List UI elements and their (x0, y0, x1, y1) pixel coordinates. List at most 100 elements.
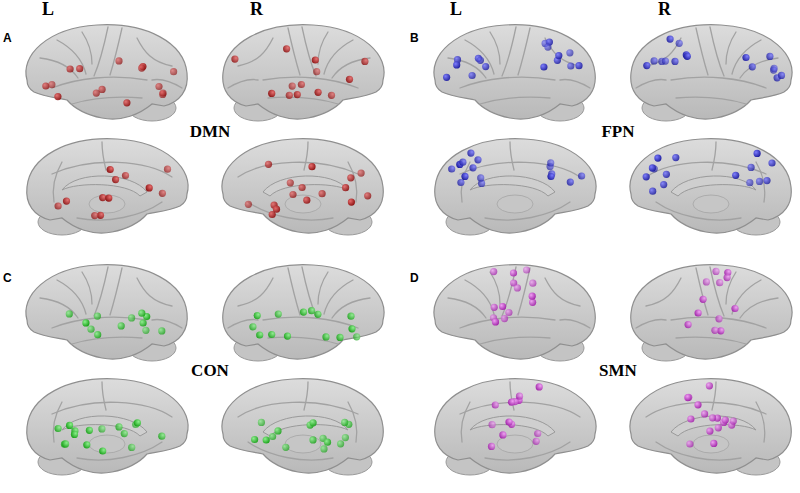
sulcus-line (72, 97, 142, 104)
sulcus-line (228, 79, 258, 88)
network-node-dot (99, 447, 106, 454)
network-node-dot (701, 410, 708, 417)
network-node-dot (289, 191, 296, 198)
network-node-dot (303, 197, 310, 204)
lateral-brain-view (26, 265, 187, 361)
sulcus-line (348, 162, 357, 202)
network-node-dot (308, 163, 315, 170)
sulcus-line (756, 402, 765, 442)
network-node-dot (567, 179, 574, 186)
network-node-dot (310, 419, 317, 426)
panel-letter: D (410, 272, 419, 285)
sulcus-line (304, 142, 308, 170)
sulcus-line (57, 280, 86, 314)
network-node-dot (768, 159, 775, 166)
sulcus-line (676, 97, 746, 104)
network-node-dot (170, 68, 177, 75)
sulcus-line (263, 77, 358, 88)
sulcus-line (137, 38, 172, 66)
network-node-dot (67, 65, 74, 72)
network-node-dot (128, 314, 135, 321)
network-node-dot (265, 161, 272, 168)
sulcus-line (460, 162, 580, 177)
network-node-dot (453, 61, 460, 68)
network-node-dot (107, 166, 114, 173)
brain-outline (630, 379, 791, 473)
sulcus-line (510, 142, 514, 170)
network-node-dot (766, 53, 773, 60)
network-node-dot (711, 327, 718, 334)
network-node-dot (649, 188, 656, 195)
network-node-dot (63, 198, 70, 205)
network-node-dot (315, 89, 322, 96)
brain-outline (222, 379, 383, 473)
brain-outline (26, 265, 187, 359)
network-node-dot (87, 326, 94, 333)
network-node-dot (770, 67, 777, 74)
medial-brain-view (630, 379, 791, 475)
sulcus-line (53, 162, 62, 202)
network-node-dot (489, 421, 496, 428)
network-node-dot (730, 418, 737, 425)
lateral-brain-view (631, 25, 792, 121)
network-node-dot (99, 86, 106, 93)
network-node-dot (274, 427, 281, 434)
sulcus-line (94, 27, 108, 76)
network-node-dot (159, 89, 166, 96)
sulcus-line (646, 402, 766, 417)
brain-outline (434, 25, 595, 119)
network-node-dot (695, 309, 702, 316)
sulcus-line (696, 268, 708, 315)
corpus-callosum (263, 416, 348, 436)
corpus-callosum (62, 176, 147, 196)
brain-outline (435, 379, 596, 473)
network-node-dot (488, 443, 495, 450)
network-node-dot (54, 93, 61, 100)
lateral-brain-view (223, 265, 384, 361)
network-node-dot (284, 333, 291, 340)
network-node-dot (55, 202, 62, 209)
sulcus-line (461, 402, 470, 442)
network-node-dot (254, 312, 261, 319)
network-node-dot (342, 184, 349, 191)
network-node-dot (715, 424, 722, 431)
network-node-dot (140, 319, 147, 326)
network-node-dot (251, 436, 258, 443)
network-node-dot (112, 176, 119, 183)
thalamus (89, 435, 125, 453)
network-node-dot (566, 49, 573, 56)
network-node-dot (328, 92, 335, 99)
sulcus-line (518, 28, 530, 75)
network-node-dot (505, 418, 512, 425)
sulcus-line (518, 268, 530, 315)
network-node-dot (686, 440, 693, 447)
network-node-dot (287, 179, 294, 186)
sulcus-line (53, 402, 62, 442)
medial-brain-view (435, 379, 596, 475)
network-node-dot (649, 164, 656, 171)
network-node-dot (55, 425, 62, 432)
network-node-dot (492, 401, 499, 408)
network-node-dot (268, 90, 275, 97)
hemisphere-label: L (450, 0, 462, 20)
sulcus-line (318, 32, 328, 64)
sulcus-line (304, 382, 308, 410)
network-label: DMN (190, 123, 231, 142)
network-node-dot (477, 57, 484, 64)
network-node-dot (461, 173, 468, 180)
network-node-dot (138, 65, 145, 72)
network-node-dot (299, 184, 306, 191)
lateral-brain-view (631, 265, 792, 361)
network-node-dot (364, 192, 371, 199)
sulcus-line (726, 32, 736, 64)
sulcus-line (636, 79, 666, 88)
network-node-dot (651, 57, 658, 64)
network-node-dot (309, 436, 316, 443)
network-node-dot (547, 159, 554, 166)
network-node-dot (282, 444, 289, 451)
network-node-dot (268, 331, 275, 338)
network-node-dot (667, 36, 674, 43)
network-node-dot (671, 58, 678, 65)
sulcus-line (756, 162, 765, 202)
